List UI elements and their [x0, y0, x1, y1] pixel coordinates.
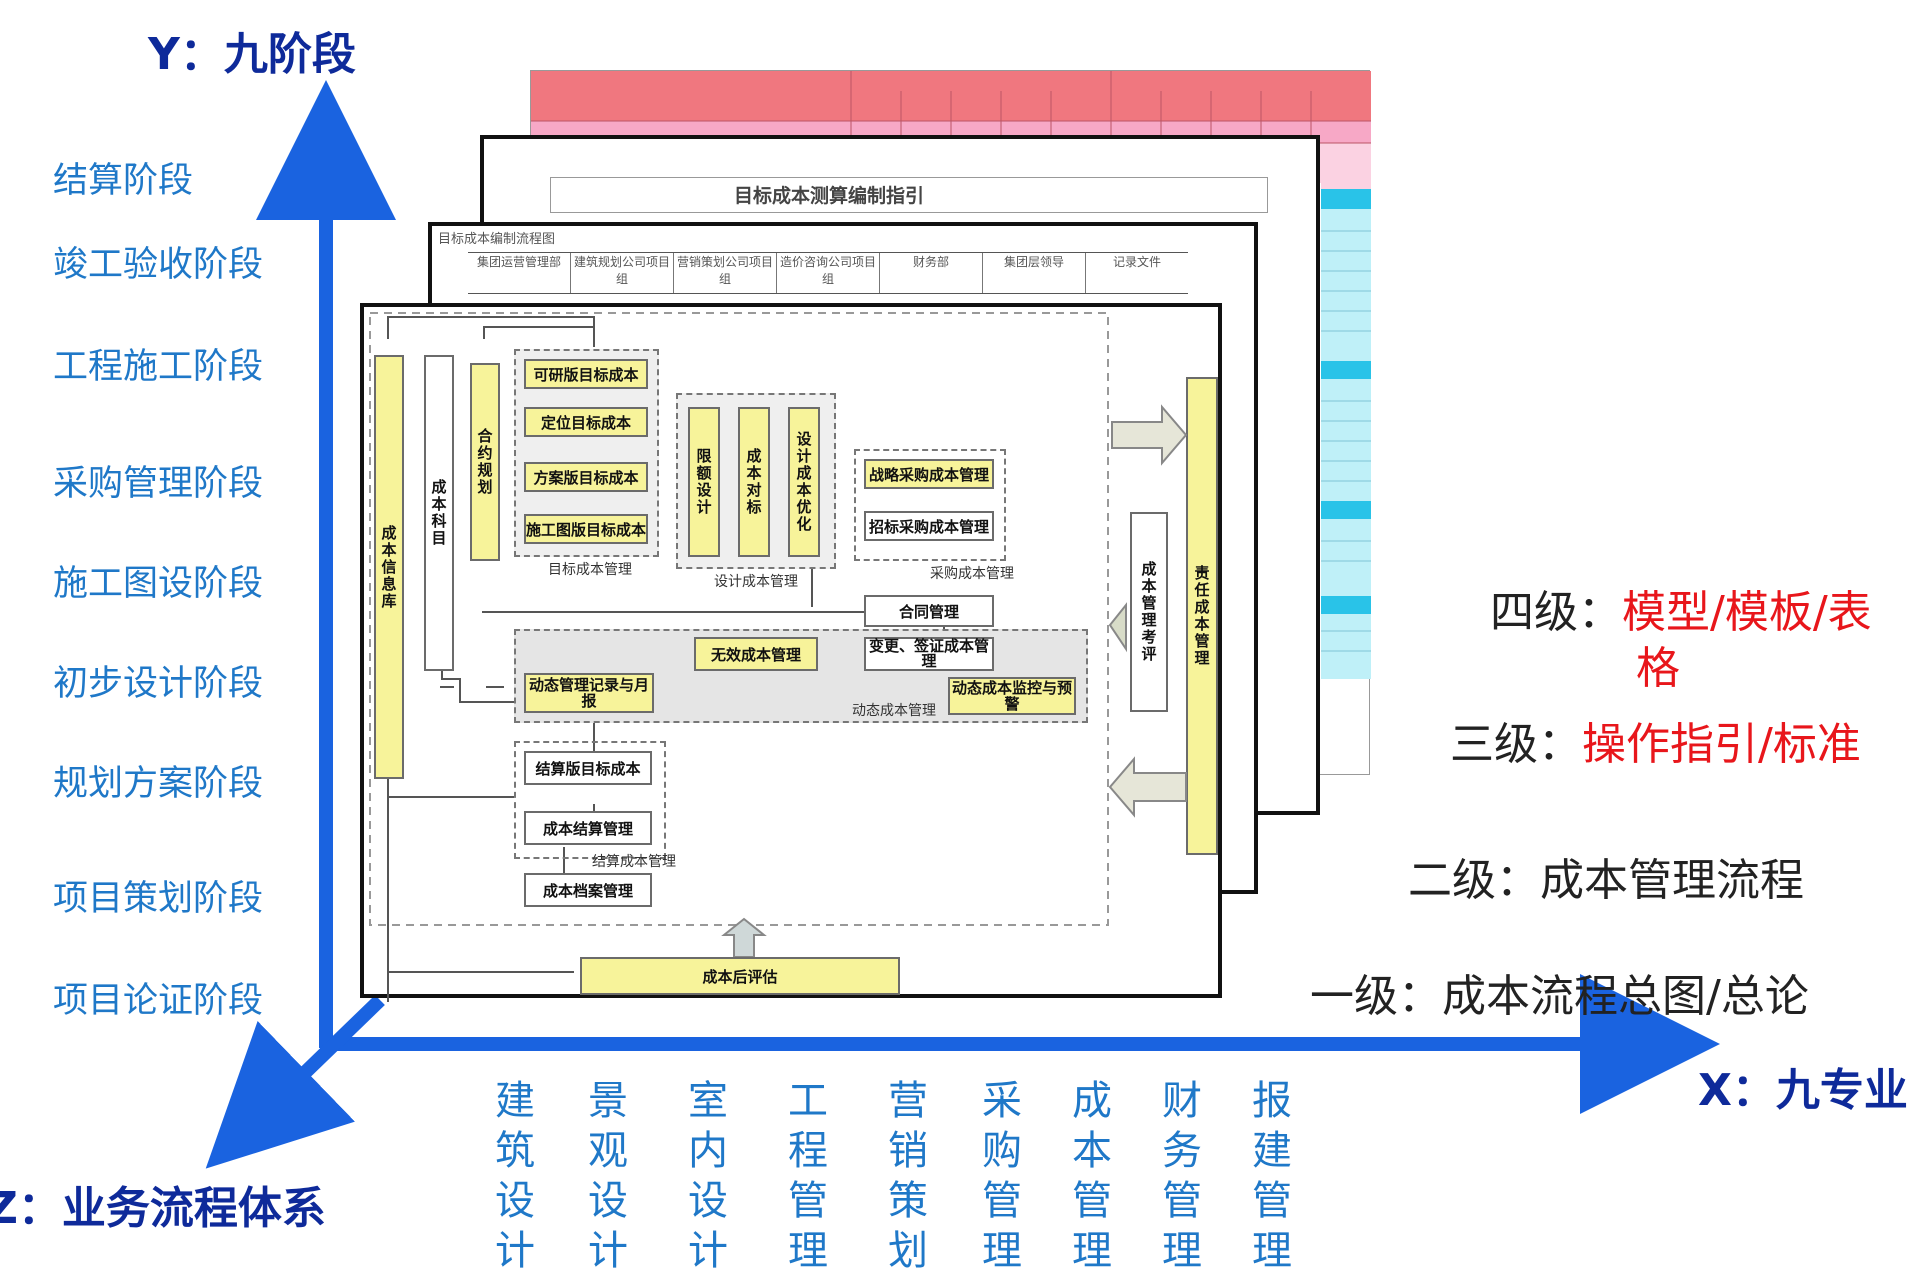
hollow-arrows [721, 404, 1188, 958]
guide-header-table [550, 177, 1268, 213]
z-axis-title: Z：业务流程体系 [0, 1183, 326, 1234]
design-cost-box: 设计成本优化 [788, 407, 820, 557]
target-cost-box: 方案版目标成本 [524, 462, 648, 492]
z-axis-line [205, 994, 385, 1169]
specialty-label: 采购管理 [982, 1078, 1022, 1274]
stage-label: 初步设计阶段 [53, 664, 264, 704]
change-visa-box: 变更、签证成本管理 [864, 637, 994, 671]
contract-mgmt-box: 合同管理 [864, 595, 994, 627]
stage-label: 采购管理阶段 [53, 464, 264, 504]
flow-table-header-cell: 营销策划公司项目组 [674, 253, 777, 293]
purchase-cost-group [854, 449, 1006, 561]
level-2-label: 二级：成本管理流程 [1408, 855, 1804, 906]
level-1-label: 一级：成本流程总图/总论 [1310, 971, 1809, 1022]
purchase-cost-box: 招标采购成本管理 [864, 511, 994, 541]
y-axis-title: Y：九阶段 [148, 29, 356, 80]
target-cost-box: 施工图版目标成本 [524, 514, 648, 544]
design-cost-group-label: 设计成本管理 [714, 574, 798, 590]
settlement-cost-box: 结算版目标成本 [524, 751, 652, 785]
target-cost-box: 可研版目标成本 [524, 359, 648, 389]
flow-table-header-cell: 记录文件 [1112, 255, 1161, 269]
design-cost-box: 成本对标 [738, 407, 770, 557]
cost-subject-box: 成本科目 [424, 355, 454, 671]
specialty-label: 营销策划 [888, 1078, 928, 1274]
x-axis-title: X：九专业 [1698, 1065, 1908, 1116]
level-3-label: 三级：操作指引/标准 [1450, 719, 1861, 770]
stage-label: 工程施工阶段 [53, 347, 264, 387]
specialty-label: 建筑设计 [495, 1078, 535, 1274]
flow-table-header-cell: 集团运营管理部 [468, 253, 571, 293]
specialty-label: 报建管理 [1252, 1078, 1292, 1274]
target-cost-group-label: 目标成本管理 [548, 562, 632, 578]
flow-table-header-row: 集团运营管理部 建筑规划公司项目组 营销策划公司项目组 造价咨询公司项目组 财务… [468, 252, 1188, 294]
stage-label: 施工图设阶段 [53, 564, 264, 604]
flow-table-header-cell: 建筑规划公司项目组 [571, 253, 674, 293]
level-4-label-cont: 格 [1636, 643, 1680, 694]
contract-plan-box: 合约规划 [470, 363, 500, 561]
stage-label: 规划方案阶段 [53, 764, 264, 804]
stage-label: 竣工验收阶段 [53, 245, 264, 285]
dynamic-cost-group-label: 动态成本管理 [852, 703, 936, 719]
dynamic-record-box: 动态管理记录与月报 [524, 673, 654, 713]
specialty-label: 室内设计 [688, 1078, 728, 1274]
design-cost-box: 限额设计 [688, 407, 720, 557]
flow-table-title: 目标成本编制流程图 [438, 232, 556, 247]
flow-table-header-cell: 造价咨询公司项目组 [777, 253, 880, 293]
invalid-cost-box: 无效成本管理 [694, 637, 818, 671]
cost-archive-box: 成本档案管理 [524, 873, 652, 907]
flow-table-header-cell: 财务部 [880, 253, 983, 293]
stage-label: 项目策划阶段 [53, 879, 264, 919]
specialty-label: 成本管理 [1072, 1078, 1112, 1274]
cost-info-db-box: 成本信息库 [374, 355, 404, 779]
cost-flow-sheet: 成本信息库 成本科目 合约规划 可研版目标成本 定位目标成本 方案版目标成本 施… [360, 303, 1222, 1002]
settlement-cost-group [514, 741, 666, 859]
cost-assessment-box: 成本管理考评 [1130, 512, 1168, 712]
level-4-label: 四级：模型/模板/表 [1490, 587, 1872, 638]
dynamic-monitor-box: 动态成本监控与预警 [948, 677, 1076, 715]
purchase-cost-box: 战略采购成本管理 [864, 459, 994, 489]
specialty-label: 财务管理 [1162, 1078, 1202, 1274]
target-cost-box: 定位目标成本 [524, 407, 648, 437]
settlement-cost-group-label: 结算成本管理 [592, 854, 676, 870]
specialty-label: 景观设计 [588, 1078, 628, 1274]
specialty-label: 工程管理 [788, 1078, 828, 1274]
flow-table-header-cell: 集团层领导 [983, 253, 1086, 293]
responsibility-cost-box: 责任成本管理 [1186, 377, 1218, 855]
guide-title: 目标成本测算编制指引 [734, 185, 925, 207]
stage-label: 项目论证阶段 [53, 981, 264, 1021]
cost-post-evaluation-box: 成本后评估 [580, 957, 900, 995]
stage-label: 结算阶段 [53, 161, 194, 201]
purchase-cost-group-label: 采购成本管理 [930, 566, 1014, 582]
settlement-cost-box: 成本结算管理 [524, 811, 652, 845]
